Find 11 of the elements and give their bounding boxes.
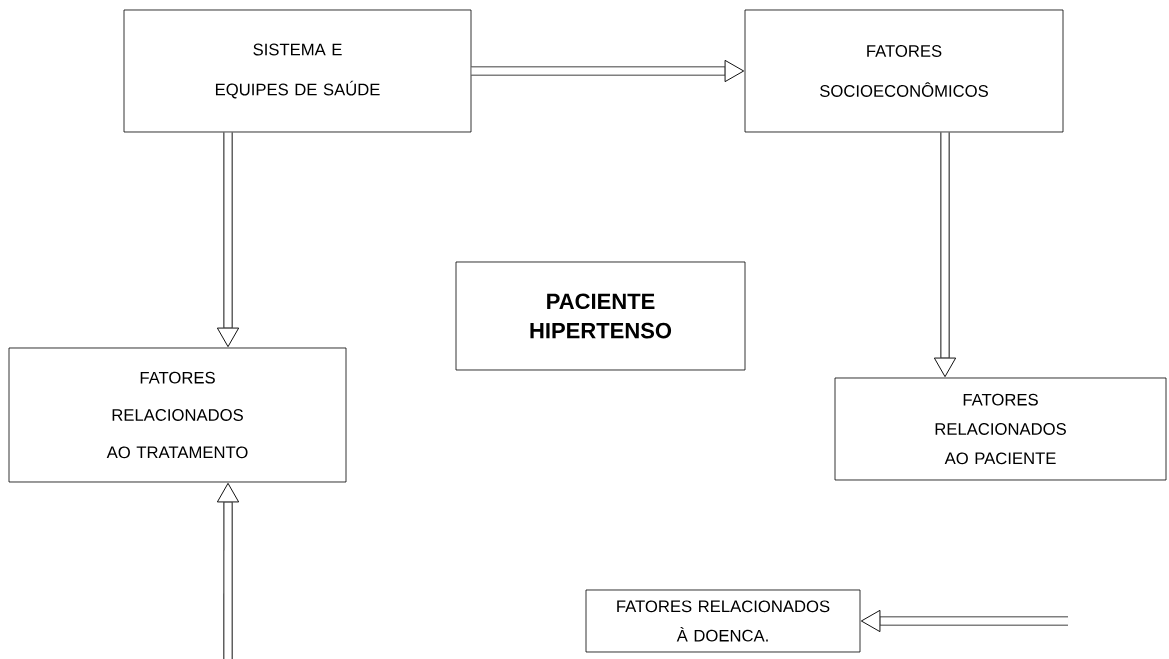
process-box: FATORES RELACIONADOS À DOENCA. <box>585 589 861 653</box>
process-box: FATORES RELACIONADOS AO PACIENTE <box>834 377 1167 481</box>
process-box: FATORES SOCIOECONÔMICOS <box>744 9 1064 133</box>
process-box: SISTEMA E EQUIPES DE SAÚDE <box>123 9 472 133</box>
block-arrow <box>216 482 240 659</box>
center-box: PACIENTE HIPERTENSO <box>455 261 746 371</box>
block-arrow <box>860 609 1068 633</box>
process-box: FATORES RELACIONADOS AO TRATAMENTO <box>8 347 347 483</box>
block-arrow <box>471 59 745 83</box>
block-arrow <box>216 132 240 348</box>
block-arrow <box>933 132 957 378</box>
